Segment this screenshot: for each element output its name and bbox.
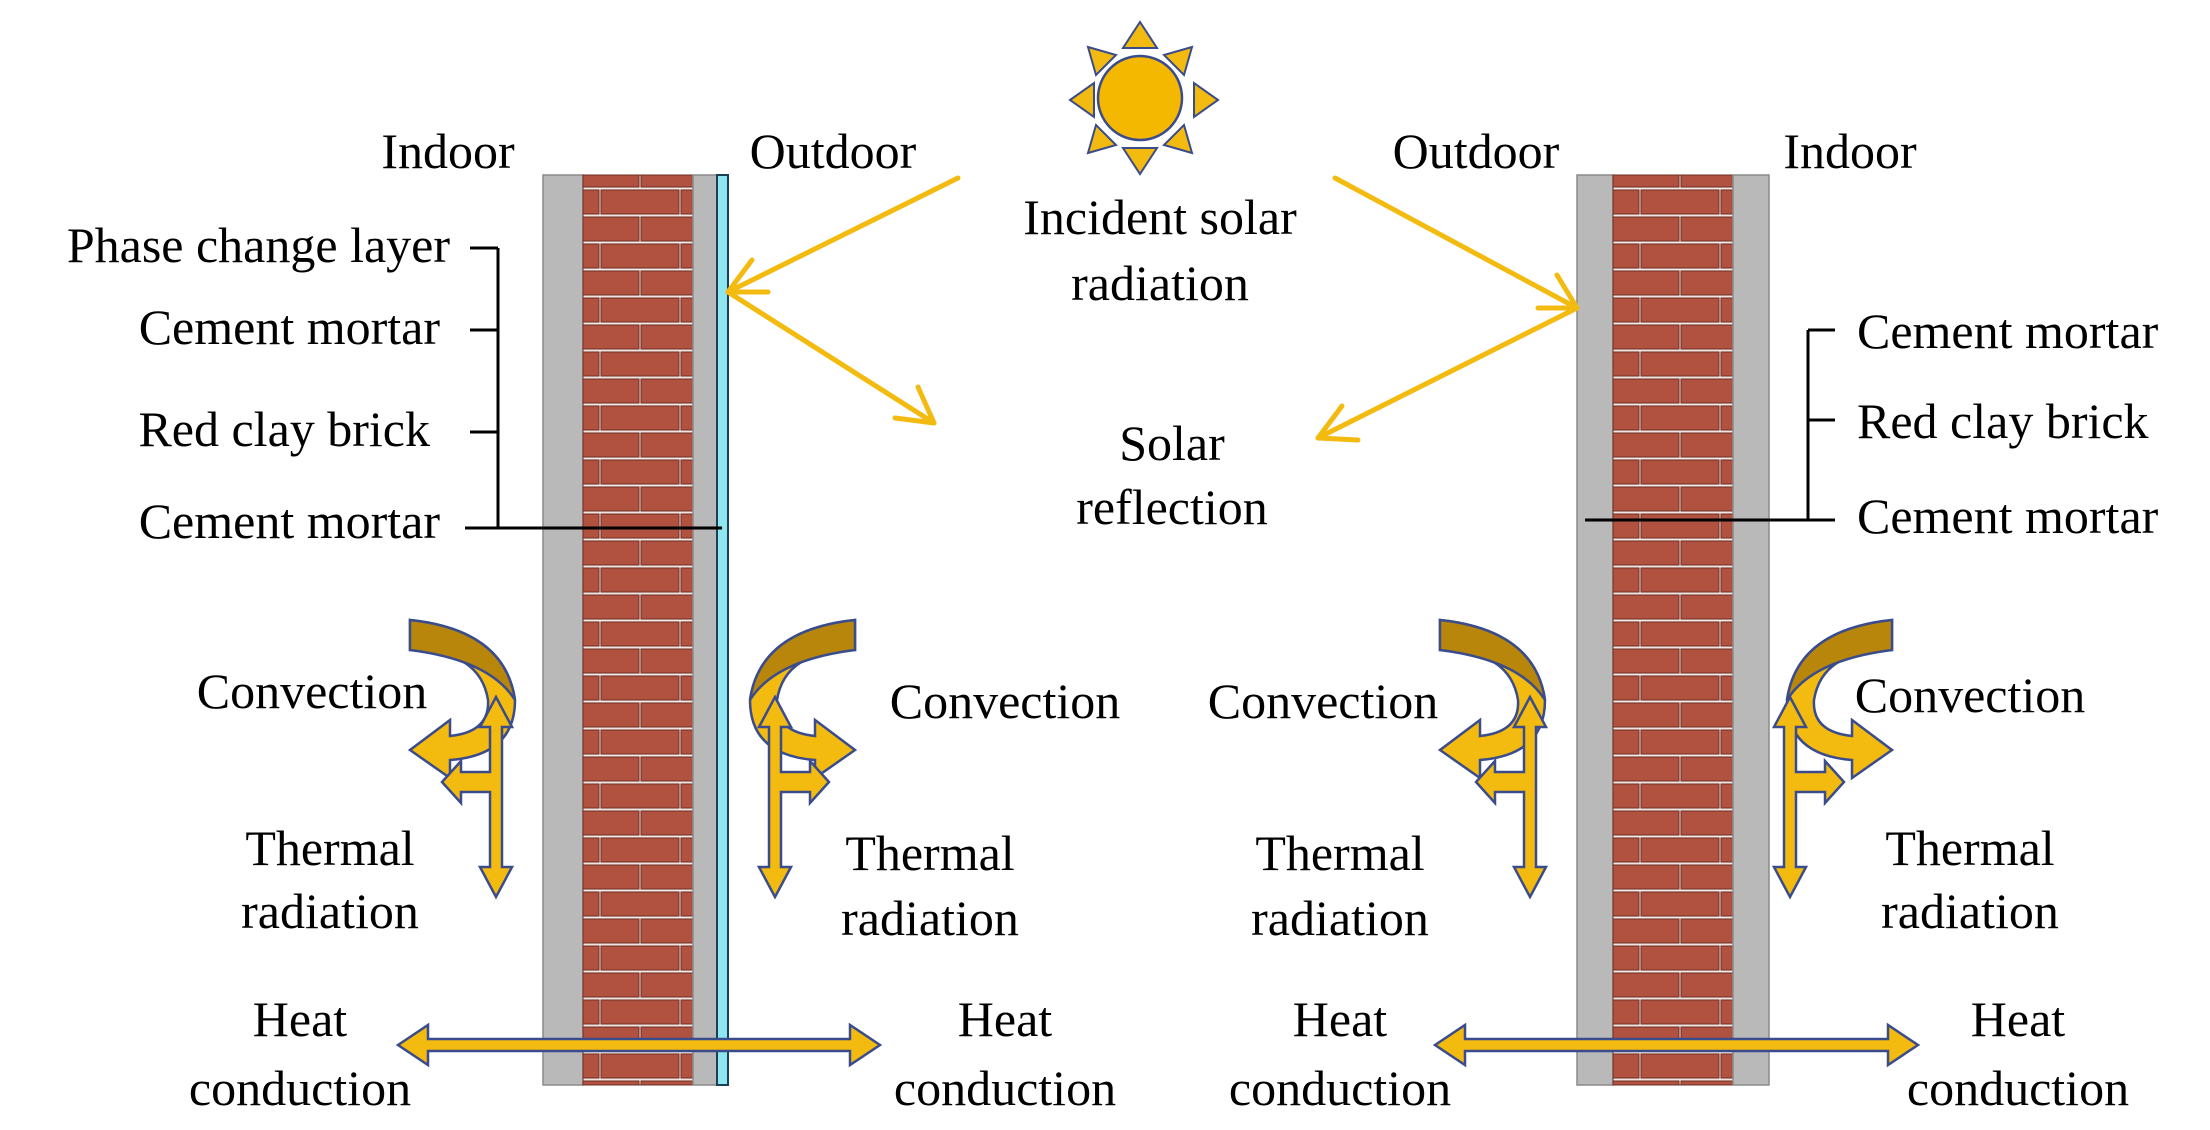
thermal-label-left-out-2: radiation [841,890,1019,946]
left-wall [542,174,729,1086]
right-layer-label-cement-2: Cement mortar [1857,488,2159,544]
right-outdoor-label: Outdoor [1393,123,1560,179]
heat-conduction-arrow-icon [1432,1022,1921,1068]
right-indoor-label: Indoor [1783,123,1917,179]
solar-ray-arrows [725,175,1580,443]
heat-label-left-out-1: Heat [958,991,1052,1047]
left-inner-cement-layer [542,174,584,1086]
convection-arrow-icon [748,618,858,781]
left-layer-label-pcm: Phase change layer [67,217,451,273]
left-indoor-label: Indoor [381,123,515,179]
left-layer-label-brick: Red clay brick [138,401,430,457]
left-brick-layer [582,174,694,1086]
incident-solar-label-line2: radiation [1071,255,1249,311]
left-outer-cement-layer [692,174,718,1086]
right-layer-leaders [1585,328,1835,522]
reflected-ray-right [1315,305,1580,443]
right-wall [1576,174,1770,1086]
left-layer-label-cement-1: Cement mortar [139,299,441,355]
incident-ray-left [725,175,961,295]
heat-label-right-out-1: Heat [1293,991,1387,1047]
thermal-radiation-arrow-icon [440,694,515,900]
left-layer-label-cement-2: Cement mortar [139,493,441,549]
heat-label-left-out-2: conduction [894,1060,1116,1116]
reflected-ray-left [725,289,937,426]
incident-solar-label-line1: Incident solar [1023,189,1297,245]
heat-label-left-in-1: Heat [253,991,347,1047]
thermal-label-left-in-1: Thermal [245,820,414,876]
heat-conduction-arrow-icon [395,1022,883,1068]
heat-label-right-out-2: conduction [1229,1060,1451,1116]
thermal-label-right-out-1: Thermal [1255,825,1424,881]
right-layer-label-cement-1: Cement mortar [1857,303,2159,359]
solar-reflection-label-line2: reflection [1076,479,1268,535]
convection-label-left-out: Convection [890,673,1121,729]
thermal-label-right-in-2: radiation [1881,883,2059,939]
right-brick-layer [1612,174,1734,1086]
sun-icon [1068,20,1220,176]
phase-change-layer [716,174,729,1086]
heat-label-left-in-2: conduction [189,1060,411,1116]
convection-label-left-in: Convection [197,663,428,719]
thermal-label-right-in-1: Thermal [1885,820,2054,876]
convection-label-right-in: Convection [1855,667,2086,723]
right-layer-label-brick: Red clay brick [1857,393,2149,449]
left-outdoor-label: Outdoor [750,123,917,179]
thermal-label-left-in-2: radiation [241,883,419,939]
heat-label-right-in-2: conduction [1907,1060,2129,1116]
left-layer-leaders [465,246,722,530]
thermal-label-left-out-1: Thermal [845,825,1014,881]
incident-ray-right [1332,175,1580,311]
convection-arrow-icon [1437,618,1547,781]
convection-label-right-out: Convection [1208,673,1439,729]
right-inner-cement-layer [1732,174,1770,1086]
solar-reflection-label-line1: Solar [1119,415,1225,471]
thermal-radiation-arrow-icon [756,694,831,900]
right-outer-cement-layer [1576,174,1614,1086]
heat-label-right-in-1: Heat [1971,991,2065,1047]
thermal-radiation-arrow-icon [1474,694,1549,900]
thermal-radiation-arrow-icon [1771,694,1846,900]
thermal-label-right-out-2: radiation [1251,890,1429,946]
